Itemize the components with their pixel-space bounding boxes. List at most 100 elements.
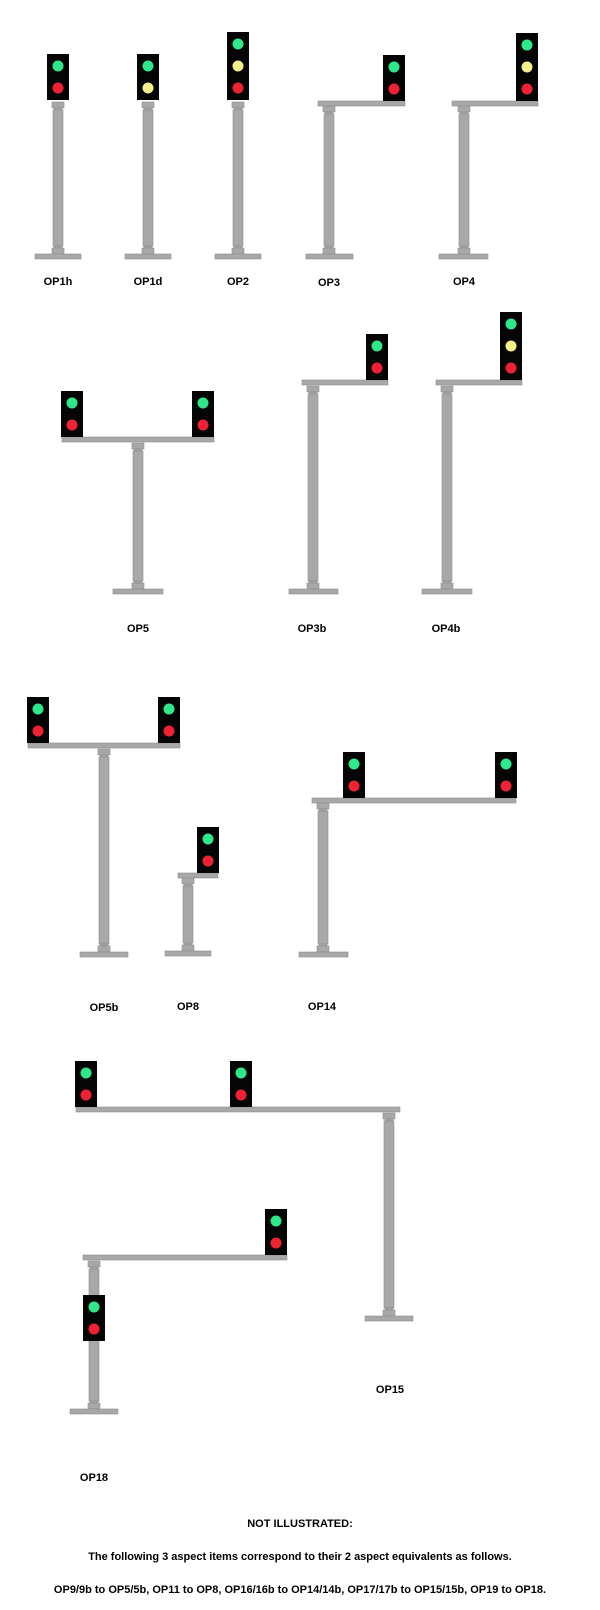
label-op5: OP5 — [127, 623, 149, 635]
label-op3b: OP3b — [298, 623, 327, 635]
signal-head — [158, 697, 180, 743]
post-collar — [459, 245, 469, 249]
signal-op4b — [421, 312, 523, 595]
red-lamp — [388, 83, 400, 95]
signal-head — [227, 32, 249, 100]
green-lamp — [371, 340, 383, 352]
green-lamp — [88, 1301, 100, 1313]
yellow-lamp — [505, 340, 517, 352]
signal-head-body — [230, 1061, 252, 1107]
post-capital — [306, 385, 320, 393]
post-base — [112, 588, 164, 595]
post-capital — [231, 101, 245, 109]
post-plinth — [322, 247, 336, 255]
post-collar — [233, 245, 243, 249]
label-op2: OP2 — [227, 276, 249, 288]
post-plinth — [181, 944, 195, 952]
signal-labels: OP1h OP1d OP2 OP3 OP4 OP5 OP3b OP4b OP5b… — [44, 276, 476, 1484]
signal-op15 — [75, 1061, 414, 1322]
post-plinth — [457, 247, 471, 255]
signal-head — [75, 1061, 97, 1107]
post-plinth — [231, 247, 245, 255]
red-lamp — [521, 83, 533, 95]
post-shaft — [307, 393, 319, 582]
signal-op1h — [34, 54, 82, 260]
signal-op3 — [305, 55, 406, 260]
red-lamp — [88, 1323, 100, 1335]
signal-arm — [451, 100, 539, 107]
post-collar — [89, 1266, 99, 1270]
green-lamp — [202, 833, 214, 845]
post-collar — [384, 1118, 394, 1122]
post-base — [69, 1408, 119, 1415]
post-shaft — [182, 885, 194, 944]
post-shaft — [52, 109, 64, 247]
signal-op8 — [164, 827, 219, 957]
signal-head-body — [83, 1295, 105, 1341]
signal-head-body — [27, 697, 49, 743]
post-shaft — [383, 1120, 395, 1309]
red-lamp — [52, 82, 64, 94]
signal-head-body — [75, 1061, 97, 1107]
post-capital — [316, 802, 330, 810]
green-lamp — [66, 397, 78, 409]
post-shaft — [317, 810, 329, 945]
post-collar — [53, 245, 63, 249]
post-collar — [143, 245, 153, 249]
signal-head — [366, 334, 388, 380]
signal-arm — [27, 742, 181, 749]
signal-arm — [61, 436, 215, 443]
red-lamp — [348, 780, 360, 792]
post-capital — [51, 101, 65, 109]
signal-head — [197, 827, 219, 873]
green-lamp — [163, 703, 175, 715]
red-lamp — [66, 419, 78, 431]
signal-op4 — [438, 33, 539, 260]
red-lamp — [500, 780, 512, 792]
signal-arm — [317, 100, 406, 107]
signal-arm — [177, 872, 219, 879]
red-lamp — [371, 362, 383, 374]
post-plinth — [141, 247, 155, 255]
signal-op14 — [298, 752, 517, 958]
red-lamp — [163, 725, 175, 737]
post-shaft — [323, 113, 335, 247]
green-lamp — [521, 39, 533, 51]
signal-head-body — [343, 752, 365, 798]
green-lamp — [142, 60, 154, 72]
signal-head — [47, 54, 69, 100]
signal-head — [230, 1061, 252, 1107]
green-lamp — [270, 1215, 282, 1227]
label-op1h: OP1h — [44, 276, 73, 288]
post-capital — [97, 748, 111, 756]
signal-head-body — [158, 697, 180, 743]
post-base — [305, 253, 354, 260]
signal-head — [61, 391, 83, 437]
post-base — [34, 253, 82, 260]
green-lamp — [500, 758, 512, 770]
post-capital — [457, 105, 471, 113]
yellow-lamp — [521, 61, 533, 73]
red-lamp — [80, 1089, 92, 1101]
post-capital — [131, 442, 145, 450]
signal-op5b — [27, 697, 181, 958]
signal-head — [265, 1209, 287, 1255]
note-line-1: The following 3 aspect items correspond … — [88, 1551, 512, 1563]
signal-op3b — [288, 334, 389, 595]
post-shaft — [98, 756, 110, 945]
green-lamp — [197, 397, 209, 409]
post-plinth — [87, 1402, 101, 1410]
signal-head — [137, 54, 159, 100]
post-plinth — [306, 582, 320, 590]
red-lamp — [202, 855, 214, 867]
signal-head — [83, 1295, 105, 1341]
signal-arm — [301, 379, 389, 386]
note-line-2: OP9/9b to OP5/5b, OP11 to OP8, OP16/16b … — [53, 1584, 547, 1596]
signal-head-body — [265, 1209, 287, 1255]
signal-head — [495, 752, 517, 798]
post-base — [364, 1315, 414, 1322]
post-base — [288, 588, 339, 595]
signal-head-body — [366, 334, 388, 380]
signal-op18 — [69, 1209, 288, 1415]
